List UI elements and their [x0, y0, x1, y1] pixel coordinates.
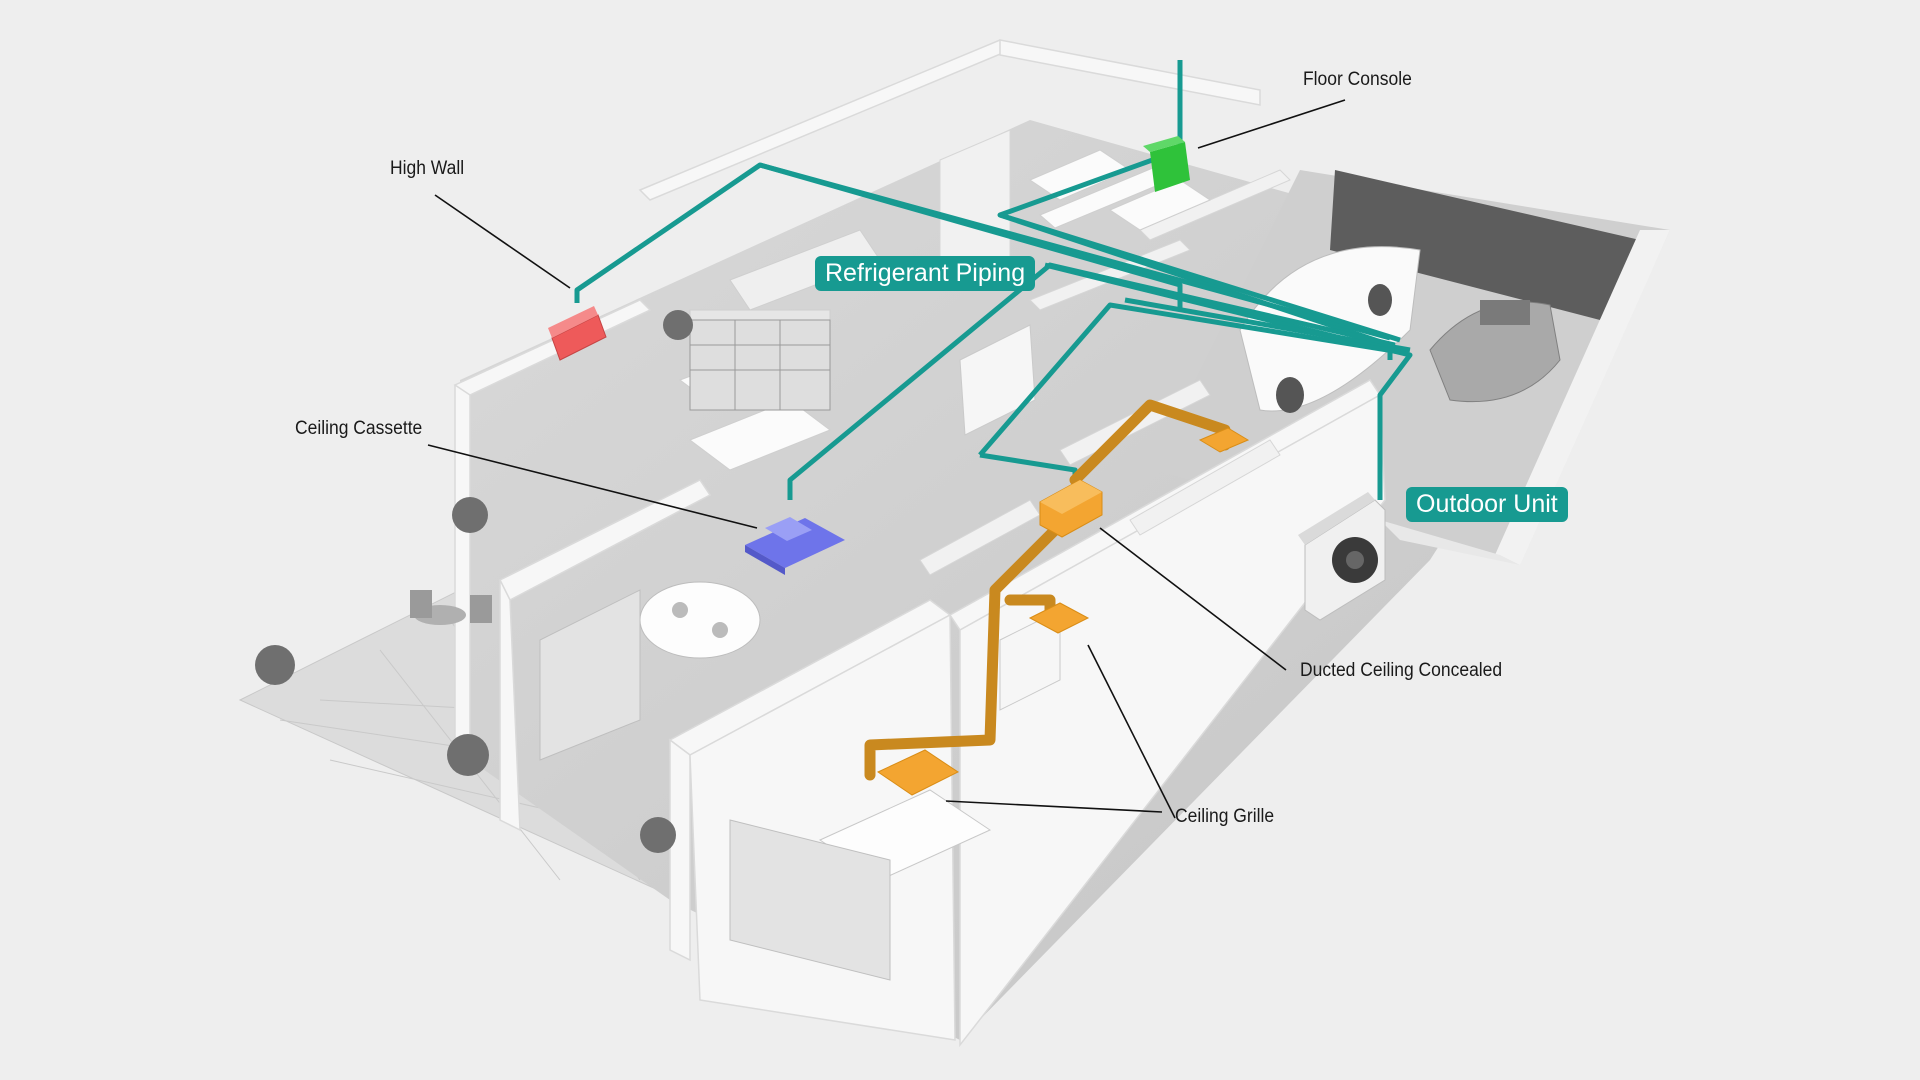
ceiling-cassette-unit: [745, 517, 845, 575]
ducted-ceiling-concealed-label: Ducted Ceiling Concealed: [1300, 660, 1503, 681]
garage-wall-right: [1495, 230, 1670, 565]
floor-console-label: Floor Console: [1303, 69, 1412, 90]
outdoor-unit: [1298, 492, 1386, 621]
bookshelf: [689, 319, 831, 411]
car-grey: [1429, 300, 1561, 403]
kitchen-units: [959, 324, 1061, 711]
high-wall-label: High Wall: [390, 158, 465, 179]
callout-lines: [427, 99, 1346, 819]
refrigerant-piping-lines: [574, 60, 1413, 500]
windows: [539, 589, 891, 981]
ceiling-cassette-label: Ceiling Cassette: [295, 418, 423, 439]
garage-door: [1330, 170, 1640, 320]
refrigerant-piping-badge: Refrigerant Piping: [815, 256, 1036, 291]
outdoor-unit-badge: Outdoor Unit: [1406, 487, 1568, 522]
ceiling-grille-label: Ceiling Grille: [1175, 806, 1275, 827]
interior-walls: [919, 129, 1291, 576]
floor-console-unit: [1143, 136, 1190, 192]
dining-table: [639, 581, 761, 659]
high-wall-unit-top: [548, 306, 598, 338]
patio-furniture: [410, 590, 492, 625]
potted-plants: [255, 310, 693, 853]
ceiling-grille-units: [876, 427, 1250, 796]
ducted-ceiling-concealed-unit: [1039, 479, 1103, 538]
garage-wall-front: [1380, 520, 1520, 565]
